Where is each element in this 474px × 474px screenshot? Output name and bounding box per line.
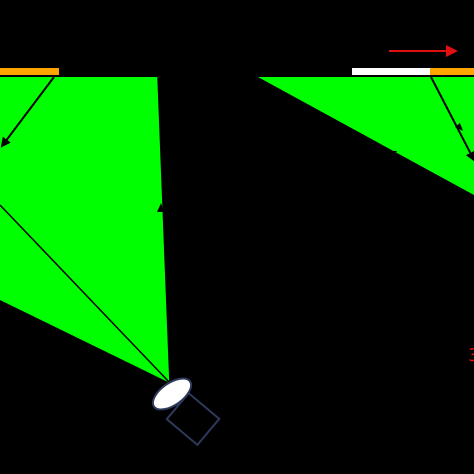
lamp-body [165, 391, 221, 447]
ray-right-hyp-arrow [386, 151, 397, 158]
lamp-icon [151, 377, 221, 447]
ray-left-edge-arrow [157, 203, 164, 212]
right-orange-strip [430, 68, 474, 75]
ray-left-long [0, 204, 171, 384]
right-white-strip [352, 68, 430, 75]
left-orange-strip [0, 68, 59, 75]
ray-right-diagonal [430, 76, 474, 162]
right-light-region [258, 77, 474, 195]
ray-left-edge [157, 76, 171, 384]
ray-right-mid-arrow [455, 123, 463, 131]
red-fragment-label: 3 [468, 345, 474, 366]
left-light-region [0, 77, 170, 383]
lamp-lens [151, 377, 193, 411]
ray-left-diagonal [0, 76, 55, 148]
